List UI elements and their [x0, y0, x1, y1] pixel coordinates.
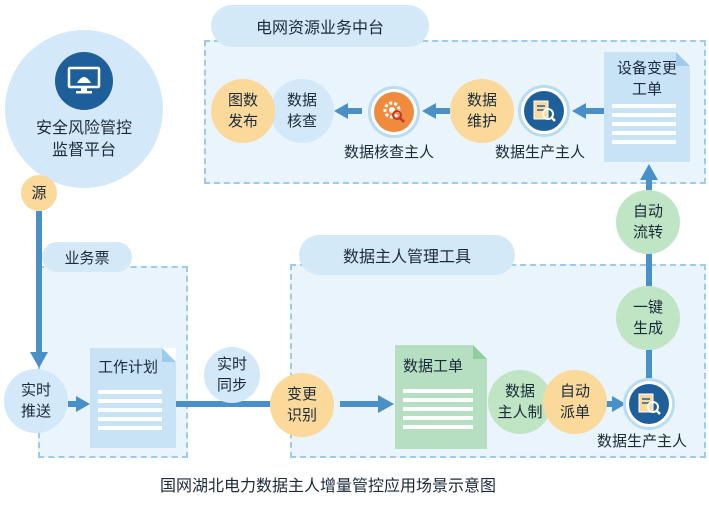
platform-circle: 安全风险管控 监督平台 [5, 30, 163, 188]
producer-node-top [518, 85, 570, 137]
work-plan-doc: 工作计划 [90, 348, 176, 448]
ticket-panel-title: 业务票 [42, 242, 132, 272]
diagram-caption: 国网湖北电力数据主人增量管控应用场景示意图 [160, 476, 497, 495]
producer-label-bottom: 数据生产主人 [597, 432, 688, 450]
data-check-node: 数据 核查 [270, 79, 334, 143]
auto-dispatch-node: 自动 派单 [543, 370, 607, 434]
producer-node-bottom [623, 378, 675, 430]
tool-panel-title: 数据主人管理工具 [299, 235, 515, 275]
change-identify-node: 变更 识别 [270, 373, 334, 437]
gear-search-icon [374, 92, 414, 132]
doc-fold-icon [162, 348, 176, 362]
monitor-icon [55, 52, 113, 110]
data-doc-search-icon [524, 91, 564, 131]
change-order-label: 设备变更 工单 [616, 59, 677, 98]
platform-label: 安全风险管控 监督平台 [35, 118, 132, 159]
checker-label: 数据核查主人 [344, 143, 435, 161]
one-click-node: 一键 生成 [616, 286, 680, 350]
realtime-push-node: 实时 推送 [4, 369, 68, 433]
checker-node [368, 86, 420, 138]
owner-system-node: 数据 主人制 [488, 370, 552, 434]
data-ticket-doc: 数据工单 [395, 345, 487, 449]
sync-node: 实时 同步 [204, 347, 260, 403]
doc-fold-icon [676, 52, 690, 66]
auto-transfer-node: 自动 流转 [616, 190, 680, 254]
map-publish-node: 图数 发布 [211, 79, 275, 143]
source-badge: 源 [21, 175, 57, 211]
top-panel-title: 电网资源业务中台 [211, 5, 429, 47]
producer-label-top: 数据生产主人 [495, 143, 586, 161]
doc-fold-icon [473, 345, 487, 359]
data-ticket-label: 数据工单 [403, 357, 464, 375]
data-maintain-node: 数据 维护 [450, 79, 514, 143]
change-order-doc: 设备变更 工单 [604, 52, 690, 162]
data-doc-search-icon [629, 384, 669, 424]
work-plan-label: 工作计划 [98, 358, 159, 376]
